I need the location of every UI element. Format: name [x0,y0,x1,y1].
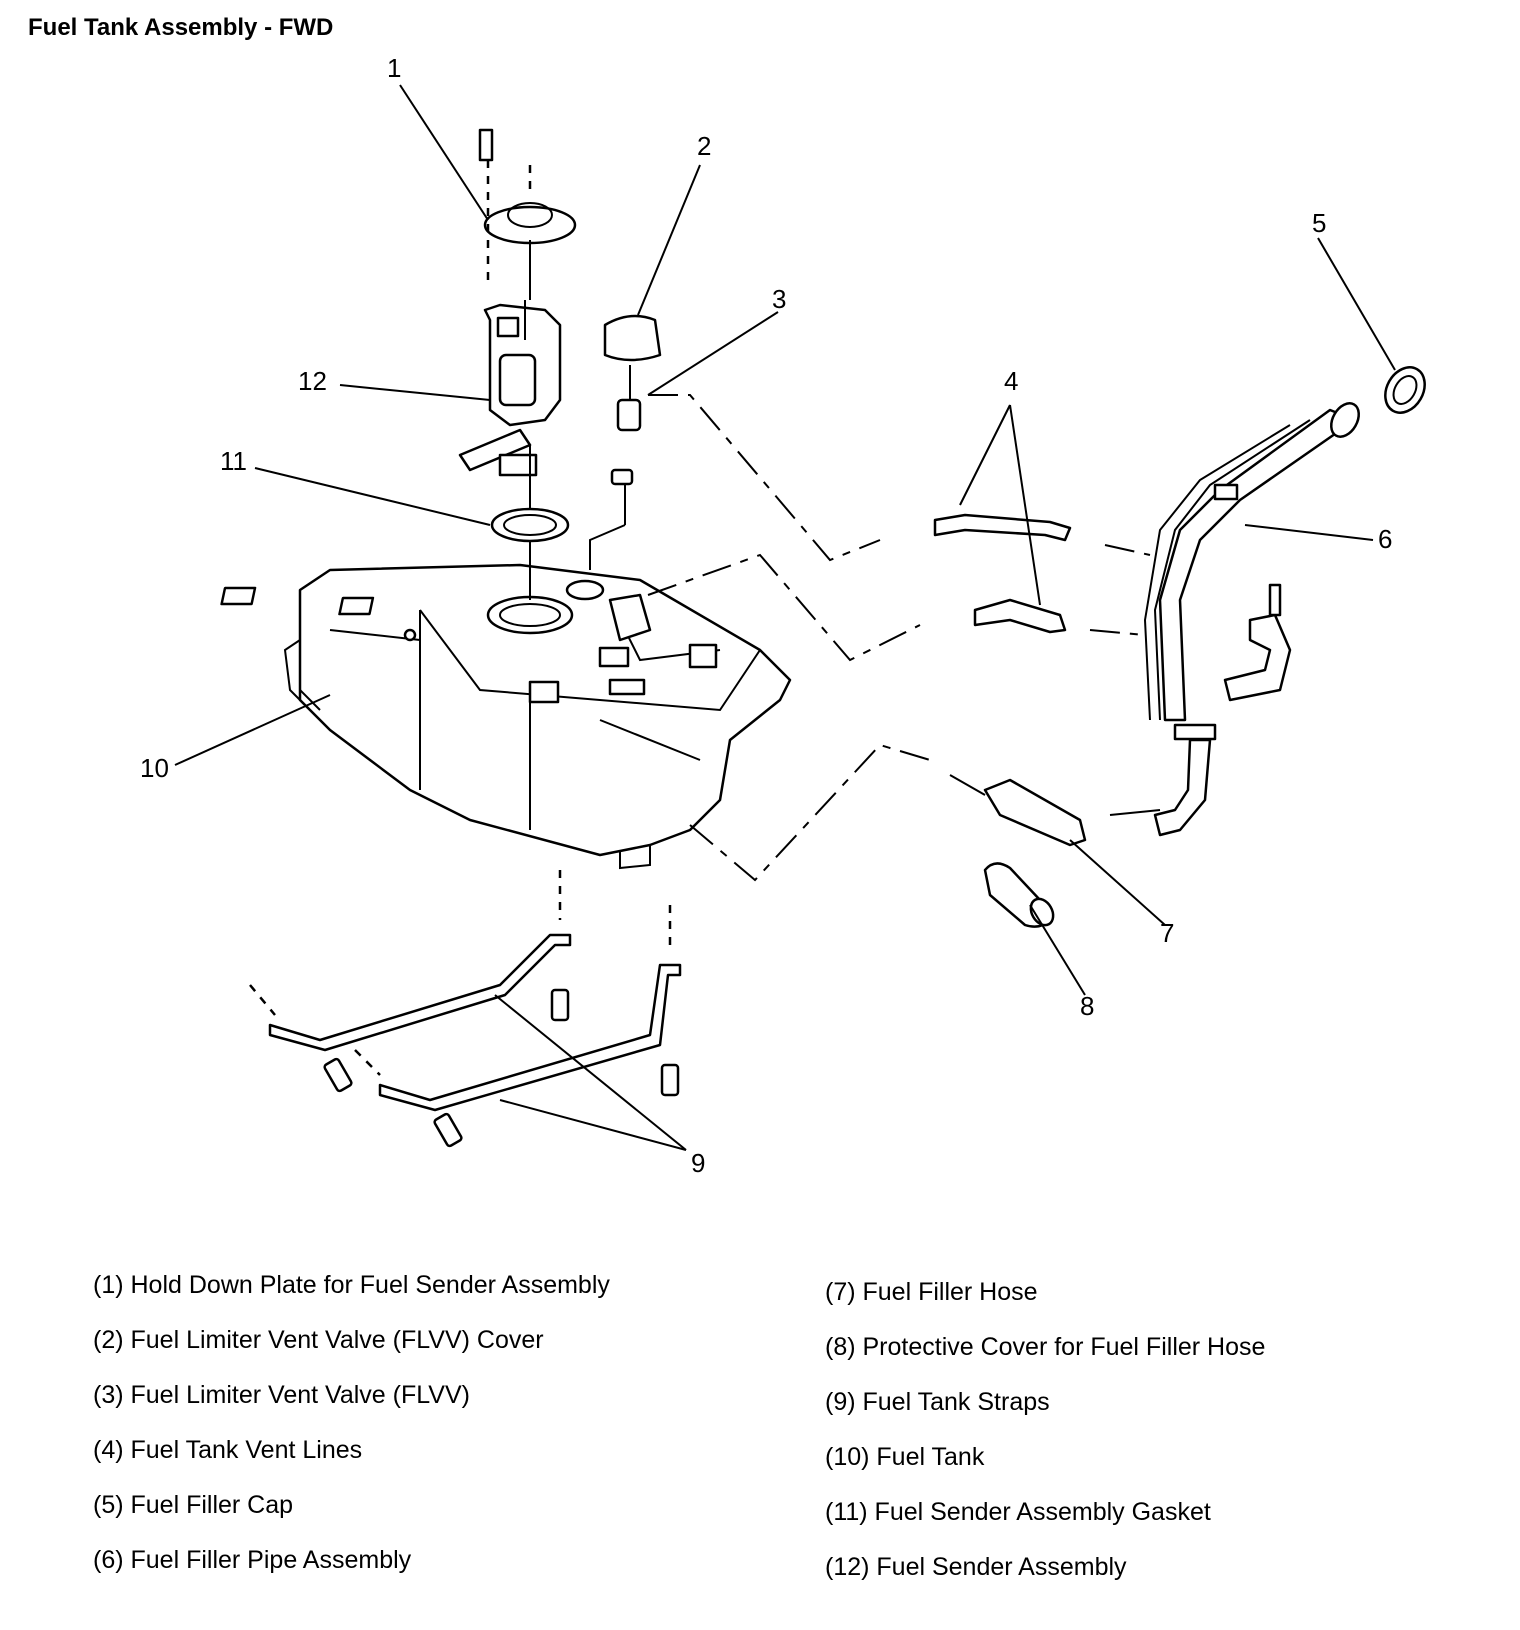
callout-10: 10 [140,753,169,783]
legend-item-7: (7) Fuel Filler Hose [825,1278,1038,1306]
legend-item-1: (1) Hold Down Plate for Fuel Sender Asse… [93,1271,610,1299]
callout-9: 9 [691,1148,705,1178]
legend-item-6: (6) Fuel Filler Pipe Assembly [93,1546,412,1574]
legend-item-12: (12) Fuel Sender Assembly [825,1553,1127,1581]
callout-8: 8 [1080,991,1094,1021]
flvv-cover [603,314,662,362]
fuel-sender-gasket [490,507,570,543]
sender-hold-down-plate [478,128,577,245]
fuel-sender-assembly [458,300,562,477]
callout-7: 7 [1160,918,1174,948]
fuel-filler-hose [983,778,1087,847]
fuel-filler-cap [1384,366,1426,414]
legend-left-column: (1) Hold Down Plate for Fuel Sender Asse… [93,1270,610,1600]
fuel-tank-vent-lines [933,513,1072,634]
callout-2: 2 [697,131,711,161]
legend-item-3: (3) Fuel Limiter Vent Valve (FLVV) [93,1381,470,1409]
fuel-tank-exploded-diagram: 1 2 3 4 5 6 7 8 9 10 11 12 [140,53,1426,1178]
legend-item-10: (10) Fuel Tank [825,1443,985,1471]
fuel-tank [220,563,792,870]
legend-right-column: (7) Fuel Filler Hose (8) Protective Cove… [825,1277,1265,1607]
fuel-filler-pipe [1143,402,1360,837]
legend-item-4: (4) Fuel Tank Vent Lines [93,1436,363,1464]
legend-item-9: (9) Fuel Tank Straps [825,1388,1050,1416]
callout-4: 4 [1004,366,1018,396]
callout-5: 5 [1312,208,1326,238]
legend-item-5: (5) Fuel Filler Cap [93,1491,294,1519]
legend-item-2: (2) Fuel Limiter Vent Valve (FLVV) Cover [93,1326,544,1354]
callout-1: 1 [387,53,401,83]
legend-item-8: (8) Protective Cover for Fuel Filler Hos… [825,1333,1266,1361]
page-title: Fuel Tank Assembly - FWD [28,14,334,41]
filler-hose-protective-cover [983,862,1055,928]
callout-6: 6 [1378,524,1392,554]
flvv-valve [610,398,642,486]
fuel-tank-straps [268,933,682,1112]
strap-bolts [323,988,680,1148]
callout-11: 11 [220,446,247,476]
legend-item-11: (11) Fuel Sender Assembly Gasket [825,1498,1211,1526]
callout-3: 3 [772,284,786,314]
callout-12: 12 [298,366,327,396]
